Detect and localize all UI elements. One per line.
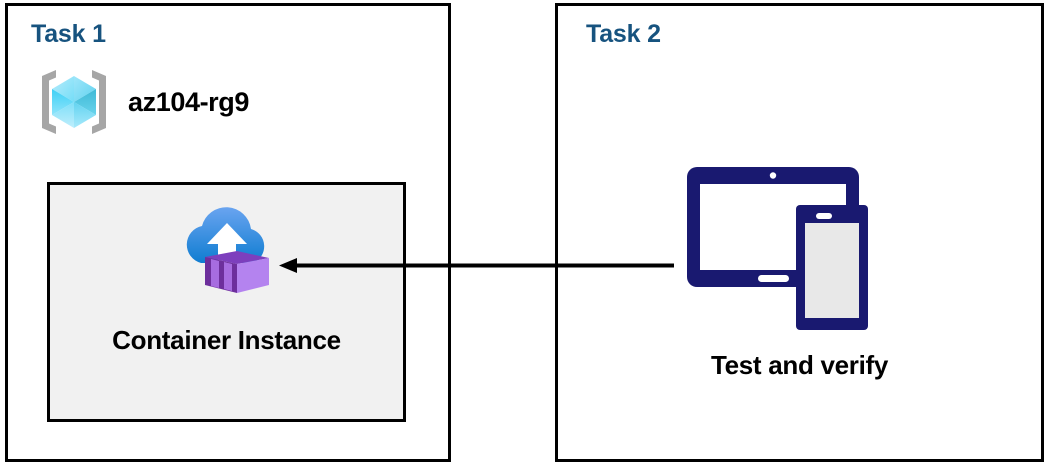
panel-task-2-title: Task 2 xyxy=(586,20,661,48)
container-instance-label: Container Instance xyxy=(112,325,341,355)
azure-container-instance-icon xyxy=(175,201,279,297)
devices-tablet-phone-icon xyxy=(683,162,873,342)
panel-task-1: Task 1 xyxy=(5,3,451,462)
resource-group-label: az104-rg9 xyxy=(128,86,249,117)
panel-task-1-title: Task 1 xyxy=(31,20,106,48)
test-and-verify-label: Test and verify xyxy=(710,350,889,380)
azure-resource-group-icon xyxy=(36,64,112,140)
resource-group-row: az104-rg9 xyxy=(36,64,249,140)
container-instance-box: Container Instance xyxy=(47,182,406,422)
